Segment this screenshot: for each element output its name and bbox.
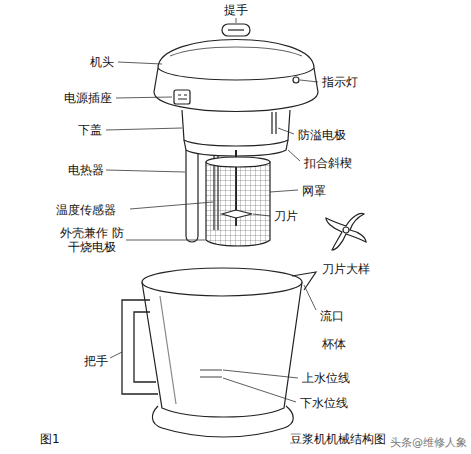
part-label: 电源插座 [64, 91, 112, 105]
part-label: 杯体 [322, 337, 346, 351]
watermark: 头条@维修人象 [390, 436, 467, 450]
part-label: 机头 [90, 55, 114, 69]
part-label: 防溢电极 [298, 128, 346, 142]
part-label: 刀片大样 [322, 262, 370, 276]
part-label: 提手 [224, 3, 248, 17]
part-label: 扣合斜楔 [304, 156, 352, 170]
part-label: 外壳兼作 防干烧电极 [60, 226, 124, 254]
part-label: 网罩 [302, 184, 326, 198]
figure-number: 图1 [40, 432, 60, 446]
part-label: 把手 [84, 354, 108, 368]
part-label: 指示灯 [322, 75, 358, 89]
part-label: 电热器 [68, 163, 104, 177]
part-label: 下盖 [78, 123, 102, 137]
figure-caption: 豆浆机机械结构图 [290, 432, 386, 446]
part-label: 刀片 [274, 209, 298, 223]
part-label: 温度传感器 [56, 203, 116, 217]
part-label: 流口 [320, 309, 344, 323]
part-label: 下水位线 [300, 396, 348, 410]
part-label: 上水位线 [302, 371, 350, 385]
